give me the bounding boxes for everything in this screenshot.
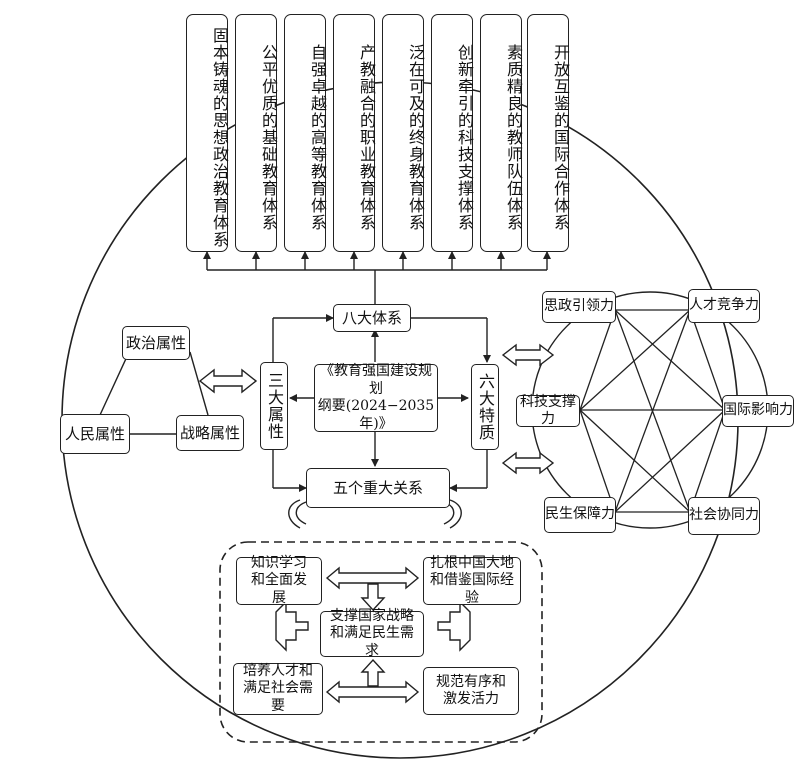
top-system-5-label: 泛在可及的终身教育体系: [406, 43, 425, 231]
tee-arrow-left: [275, 600, 309, 652]
double-arrow-top-row: [325, 566, 420, 590]
top-system-1-label: 固本铸魂的思想政治教育体系: [210, 26, 229, 248]
political-attribute-box: 政治属性: [122, 326, 190, 360]
relation-cultivate: 培养人才和满足社会需要: [233, 663, 323, 715]
top-system-1: 固本铸魂的思想政治教育体系: [186, 14, 229, 252]
top-system-5: 泛在可及的终身教育体系: [382, 14, 425, 252]
relation-support: 支撑国家战略和满足民生需求: [320, 608, 424, 659]
relation-rooted: 扎根中国大地和借鉴国际经验: [423, 555, 521, 606]
top-system-3: 自强卓越的高等教育体系: [284, 14, 327, 252]
power-talent: 人才竞争力: [688, 289, 760, 323]
top-system-7: 素质精良的教师队伍体系: [480, 14, 523, 252]
power-intl: 国际影响力: [722, 395, 794, 427]
outline-line-2: 纲要(2024−2035年)》: [317, 398, 435, 432]
six-features-box: 六大特质: [471, 364, 499, 450]
top-system-6-label: 创新牵引的科技支撑体系: [455, 43, 474, 231]
people-attribute-box: 人民属性: [60, 414, 130, 454]
double-arrow-left: [198, 368, 258, 394]
three-attributes-label: 三大属性: [265, 372, 284, 440]
outline-box: 《教育强国建设规划 纲要(2024−2035年)》: [314, 363, 438, 432]
top-system-3-label: 自强卓越的高等教育体系: [308, 43, 327, 231]
relation-knowledge: 知识学习和全面发展: [236, 555, 322, 606]
eight-systems-box: 八大体系: [333, 304, 411, 332]
power-tech: 科技支撑力: [516, 394, 580, 427]
power-livelihood: 民生保障力: [544, 497, 616, 533]
three-attributes-box: 三大属性: [260, 362, 288, 450]
power-ideology: 思政引领力: [542, 291, 616, 323]
top-system-4: 产教融合的职业教育体系: [333, 14, 376, 252]
six-features-label: 六大特质: [476, 373, 495, 441]
top-system-8: 开放互鉴的国际合作体系: [527, 14, 570, 252]
double-arrow-right-upper: [501, 343, 555, 367]
outline-line-1: 《教育强国建设规划: [320, 363, 432, 397]
top-system-4-label: 产教融合的职业教育体系: [357, 43, 376, 231]
tee-arrow-right: [437, 600, 471, 652]
five-relations-box: 五个重大关系: [306, 468, 450, 508]
top-system-6: 创新牵引的科技支撑体系: [431, 14, 474, 252]
top-system-2: 公平优质的基础教育体系: [235, 14, 278, 252]
double-arrow-bottom-row: [325, 680, 420, 704]
top-system-8-label: 开放互鉴的国际合作体系: [551, 43, 570, 231]
top-system-2-label: 公平优质的基础教育体系: [259, 43, 278, 231]
arrow-up-center: [360, 658, 386, 687]
power-social: 社会协同力: [688, 497, 760, 535]
relation-norm: 规范有序和激发活力: [423, 667, 519, 715]
strategic-attribute-box: 战略属性: [176, 415, 244, 451]
double-arrow-right-lower: [501, 451, 555, 475]
relations-frame: [219, 541, 543, 743]
arrow-down-center: [360, 583, 386, 612]
top-system-7-label: 素质精良的教师队伍体系: [504, 43, 523, 231]
